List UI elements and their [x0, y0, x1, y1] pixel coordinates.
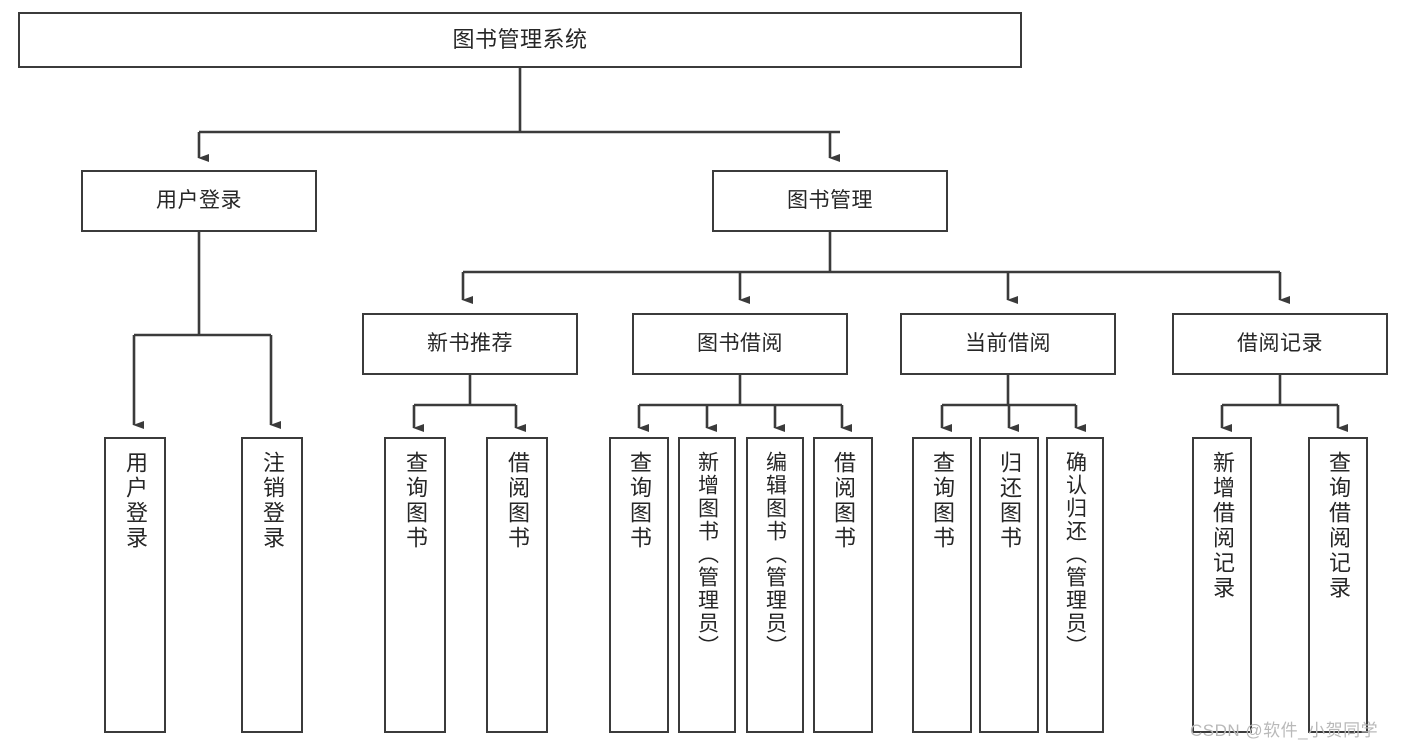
- node-label: 借阅图书: [831, 451, 856, 551]
- node-label: 图书管理: [787, 188, 873, 212]
- leaf-query-borrow-record[interactable]: 查询借阅记录: [1308, 437, 1368, 733]
- leaf-borrow-book-recommend[interactable]: 借阅图书: [486, 437, 548, 733]
- node-label: 当前借阅: [965, 331, 1051, 355]
- node-label: 用户登录: [156, 188, 242, 212]
- leaf-return-book[interactable]: 归还图书: [979, 437, 1039, 733]
- leaf-user-login[interactable]: 用户登录: [104, 437, 166, 733]
- leaf-borrow-book[interactable]: 借阅图书: [813, 437, 873, 733]
- leaf-logout[interactable]: 注销登录: [241, 437, 303, 733]
- node-label: 注销登录: [260, 451, 285, 551]
- node-label: 查询图书: [403, 451, 428, 551]
- leaf-query-book-current[interactable]: 查询图书: [912, 437, 972, 733]
- node-user-login[interactable]: 用户登录: [81, 170, 317, 232]
- leaf-confirm-return-admin[interactable]: 确认归还（管理员）: [1046, 437, 1104, 733]
- node-label: 图书借阅: [697, 331, 783, 355]
- node-label: 编辑图书（管理员）: [763, 451, 787, 658]
- node-label: 新书推荐: [427, 331, 513, 355]
- node-label: 借阅记录: [1237, 331, 1323, 355]
- node-label: 归还图书: [997, 451, 1022, 551]
- node-label: 新增借阅记录: [1210, 451, 1235, 601]
- node-root-system[interactable]: 图书管理系统: [18, 12, 1022, 68]
- node-book-borrow[interactable]: 图书借阅: [632, 313, 848, 375]
- node-current-borrow[interactable]: 当前借阅: [900, 313, 1116, 375]
- node-book-management[interactable]: 图书管理: [712, 170, 948, 232]
- leaf-edit-book-admin[interactable]: 编辑图书（管理员）: [746, 437, 804, 733]
- node-label: 图书管理系统: [452, 27, 588, 53]
- node-new-book-recommend[interactable]: 新书推荐: [362, 313, 578, 375]
- node-label: 新增图书（管理员）: [695, 451, 719, 658]
- node-borrow-record[interactable]: 借阅记录: [1172, 313, 1388, 375]
- leaf-add-borrow-record[interactable]: 新增借阅记录: [1192, 437, 1252, 733]
- node-label: 查询借阅记录: [1326, 451, 1351, 601]
- leaf-add-book-admin[interactable]: 新增图书（管理员）: [678, 437, 736, 733]
- node-label: 查询图书: [627, 451, 652, 551]
- node-label: 借阅图书: [505, 451, 530, 551]
- node-label: 用户登录: [123, 451, 148, 551]
- leaf-query-book-borrow[interactable]: 查询图书: [609, 437, 669, 733]
- watermark-credit: CSDN @软件_小贺同学: [1190, 721, 1379, 740]
- node-label: 确认归还（管理员）: [1063, 451, 1087, 658]
- node-label: 查询图书: [930, 451, 955, 551]
- leaf-query-book-recommend[interactable]: 查询图书: [384, 437, 446, 733]
